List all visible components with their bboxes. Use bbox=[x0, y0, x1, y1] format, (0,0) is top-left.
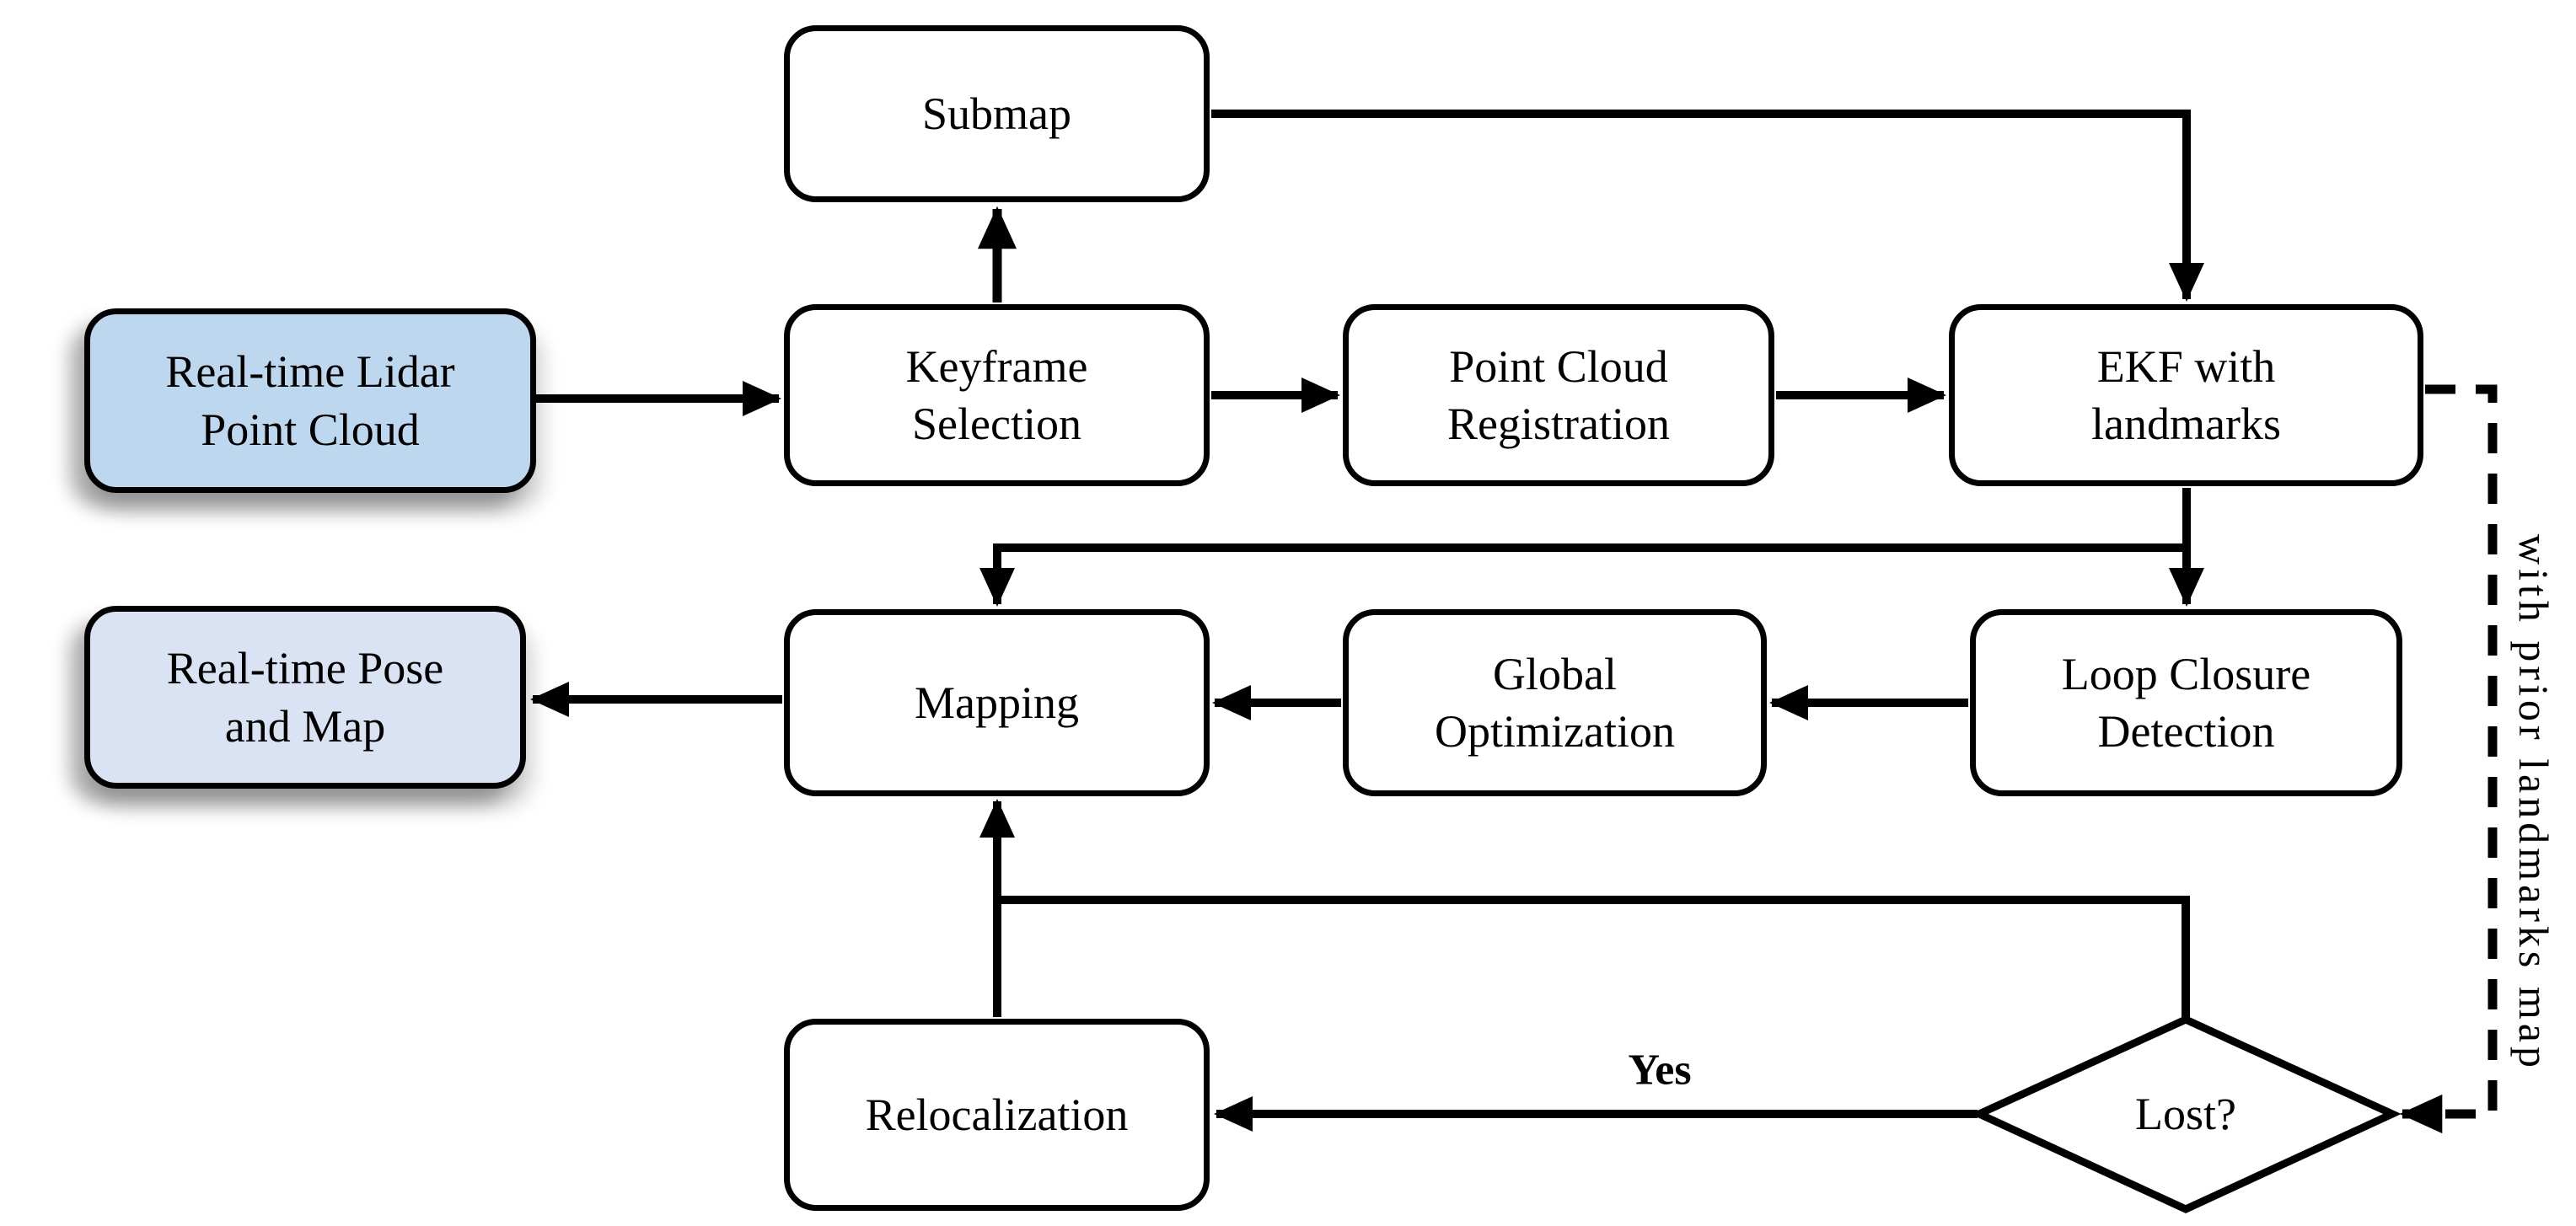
edge-label-prior-landmarks-map: with prior landmarks map bbox=[2510, 534, 2557, 1072]
node-realtime-lidar-point-cloud: Real-time Lidar Point Cloud bbox=[84, 308, 536, 493]
node-realtime-pose-and-map: Real-time Pose and Map bbox=[84, 606, 526, 789]
node-mapping: Mapping bbox=[784, 609, 1210, 796]
edge-ekf-to-mapping bbox=[979, 488, 2191, 607]
lost-decision-diamond bbox=[1970, 1015, 2402, 1213]
node-loop-closure-detection-label: Loop Closure Detection bbox=[2061, 648, 2311, 757]
edge-submap-to-ekf bbox=[1211, 110, 2204, 302]
node-keyframe-selection-label: Keyframe Selection bbox=[905, 340, 1088, 449]
node-realtime-pose-and-map-label: Real-time Pose and Map bbox=[166, 643, 444, 752]
node-keyframe-selection: Keyframe Selection bbox=[784, 304, 1210, 486]
edge-ekf-to-lost-dashed bbox=[2399, 384, 2498, 1134]
node-submap-label: Submap bbox=[921, 88, 1071, 139]
node-submap: Submap bbox=[784, 25, 1210, 202]
node-global-optimization: Global Optimization bbox=[1343, 609, 1767, 796]
node-relocalization: Relocalization bbox=[784, 1019, 1210, 1211]
node-relocalization-label: Relocalization bbox=[865, 1089, 1129, 1140]
edge-lost-no-to-mapping-line bbox=[1001, 896, 2190, 1018]
node-point-cloud-registration-label: Point Cloud Registration bbox=[1447, 340, 1670, 449]
node-mapping-label: Mapping bbox=[915, 677, 1079, 728]
node-realtime-lidar-point-cloud-label: Real-time Lidar Point Cloud bbox=[165, 346, 455, 455]
node-ekf-with-landmarks-label: EKF with landmarks bbox=[2091, 340, 2281, 449]
node-lost-label: Lost? bbox=[2135, 1089, 2236, 1139]
node-point-cloud-registration: Point Cloud Registration bbox=[1343, 304, 1774, 486]
edge-label-yes: Yes bbox=[1628, 1046, 1692, 1095]
node-ekf-with-landmarks: EKF with landmarks bbox=[1949, 304, 2423, 486]
node-global-optimization-label: Global Optimization bbox=[1435, 648, 1675, 757]
node-loop-closure-detection: Loop Closure Detection bbox=[1970, 609, 2402, 796]
